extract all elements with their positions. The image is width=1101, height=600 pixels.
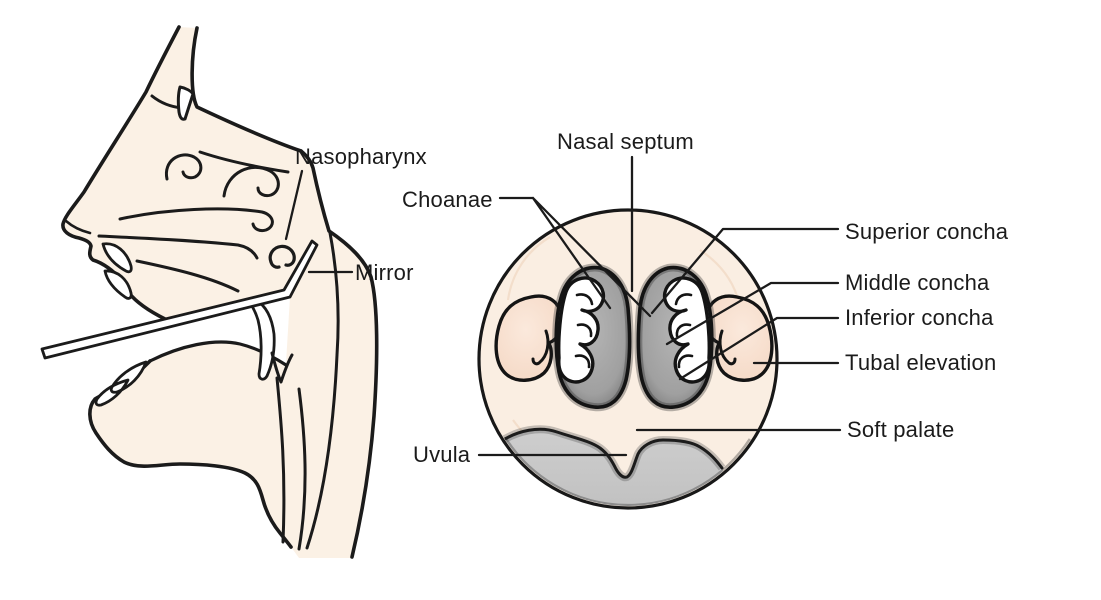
- skull-base-outline: [190, 26, 303, 153]
- label-mirror: Mirror: [355, 260, 414, 285]
- label-tubal-elevation: Tubal elevation: [845, 350, 997, 375]
- superior-concha-sagittal: [164, 153, 203, 181]
- leader-lines: [284, 155, 842, 457]
- inferior-concha-sagittal: [118, 207, 274, 233]
- leader-middle-concha: [665, 281, 840, 346]
- neck-back-outline: [299, 149, 379, 559]
- label-inferior-concha: Inferior concha: [845, 305, 994, 330]
- lower-lip: [94, 360, 148, 407]
- nostril-line: [64, 219, 92, 235]
- leader-choanae: [498, 196, 652, 318]
- label-uvula: Uvula: [413, 442, 471, 467]
- leader-inferior-concha: [678, 316, 840, 381]
- label-superior-concha: Superior concha: [845, 219, 1009, 244]
- head-silhouette: [62, 27, 377, 558]
- label-nasopharynx: Nasopharynx: [295, 144, 427, 169]
- tongue-dorsum-line: [135, 259, 240, 293]
- pharynx-line-1: [275, 376, 286, 544]
- choana-right: [638, 268, 711, 408]
- sagittal-head-illustration: [40, 25, 379, 559]
- leader-superior-concha: [650, 227, 840, 315]
- mirror-rod: [40, 239, 319, 360]
- mirror-rim: [477, 208, 779, 510]
- upper-lip: [101, 242, 133, 300]
- choana-left: [556, 268, 629, 408]
- soft-palate-edge: [498, 427, 724, 479]
- middle-concha-sagittal: [222, 165, 280, 198]
- label-soft-palate: Soft palate: [847, 417, 955, 442]
- pharynx-line-2: [297, 387, 307, 551]
- label-choanae: Choanae: [402, 187, 493, 212]
- frontal-sinus: [176, 85, 195, 121]
- label-nasal-septum: Nasal septum: [557, 129, 694, 154]
- mirror-head: [268, 244, 296, 269]
- mirror-view-circle: [477, 208, 779, 510]
- epiglottis-notch: [270, 351, 294, 384]
- label-middle-concha: Middle concha: [845, 270, 990, 295]
- nasal-roof-line: [198, 150, 290, 174]
- leader-nasopharynx: [284, 169, 304, 241]
- open-mouth-gap: [46, 299, 288, 365]
- soft-palate-sagittal: [246, 298, 276, 381]
- hard-palate-line: [97, 234, 259, 260]
